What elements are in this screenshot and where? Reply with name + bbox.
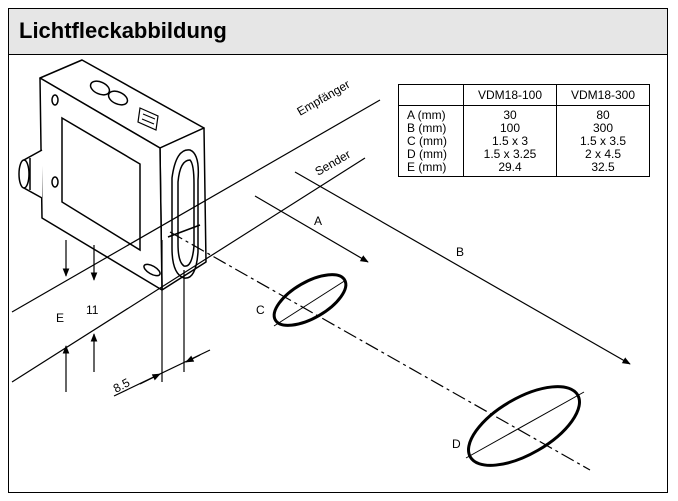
table-header-cell: VDM18-300 <box>556 84 650 106</box>
value-vdm18-100: 30 <box>463 105 557 122</box>
side-details <box>51 94 161 277</box>
sender-line <box>11 157 366 383</box>
receiver-line <box>11 99 381 313</box>
value-vdm18-100: 100 <box>463 122 557 135</box>
label-d: D <box>452 437 461 451</box>
status-leds <box>89 80 159 131</box>
beam-lines <box>11 99 631 471</box>
value-vdm18-100: 1.5 x 3.25 <box>463 148 557 161</box>
label-8-5: 8.5 <box>111 375 133 395</box>
row-label: E (mm) <box>398 161 464 177</box>
row-label: C (mm) <box>398 135 464 148</box>
value-vdm18-300: 32.5 <box>556 161 650 177</box>
label-c: C <box>256 303 265 317</box>
label-sender: Sender <box>313 147 354 178</box>
spec-table: VDM18-100 VDM18-300 A (mm) 30 80 B (mm) … <box>398 84 650 177</box>
label-11: 11 <box>86 303 99 317</box>
table-header-cell: VDM18-100 <box>463 84 557 106</box>
label-a: A <box>314 214 322 228</box>
value-vdm18-300: 80 <box>556 105 650 122</box>
spot-c-ellipse <box>272 273 348 327</box>
label-b: B <box>456 245 464 259</box>
table-row: A (mm) 30 80 <box>398 105 650 122</box>
label-e: E <box>56 311 64 325</box>
optical-axis <box>169 231 591 471</box>
figure-frame: Lichtfleckabbildung <box>8 8 668 493</box>
table-row: D (mm) 1.5 x 3.25 2 x 4.5 <box>398 148 650 161</box>
measure-b-line <box>294 171 631 365</box>
light-spots <box>272 273 585 467</box>
dimension-markers <box>62 240 211 397</box>
cable-gland <box>18 149 43 199</box>
value-vdm18-100: 1.5 x 3 <box>463 135 557 148</box>
table-header-cell <box>398 84 464 106</box>
value-vdm18-100: 29.4 <box>463 161 557 177</box>
value-vdm18-300: 1.5 x 3.5 <box>556 135 650 148</box>
measure-a-line <box>254 195 369 263</box>
figure-title: Lichtfleckabbildung <box>19 18 227 43</box>
value-vdm18-300: 2 x 4.5 <box>556 148 650 161</box>
value-vdm18-300: 300 <box>556 122 650 135</box>
table-row: B (mm) 100 300 <box>398 122 650 135</box>
row-label: A (mm) <box>398 105 464 122</box>
title-bar: Lichtfleckabbildung <box>9 9 667 55</box>
table-row: C (mm) 1.5 x 3 1.5 x 3.5 <box>398 135 650 148</box>
label-empfaenger: Empfänger <box>295 77 353 118</box>
row-label: D (mm) <box>398 148 464 161</box>
table-row: E (mm) 29.4 32.5 <box>398 161 650 177</box>
table-header-row: VDM18-100 VDM18-300 <box>398 84 650 106</box>
